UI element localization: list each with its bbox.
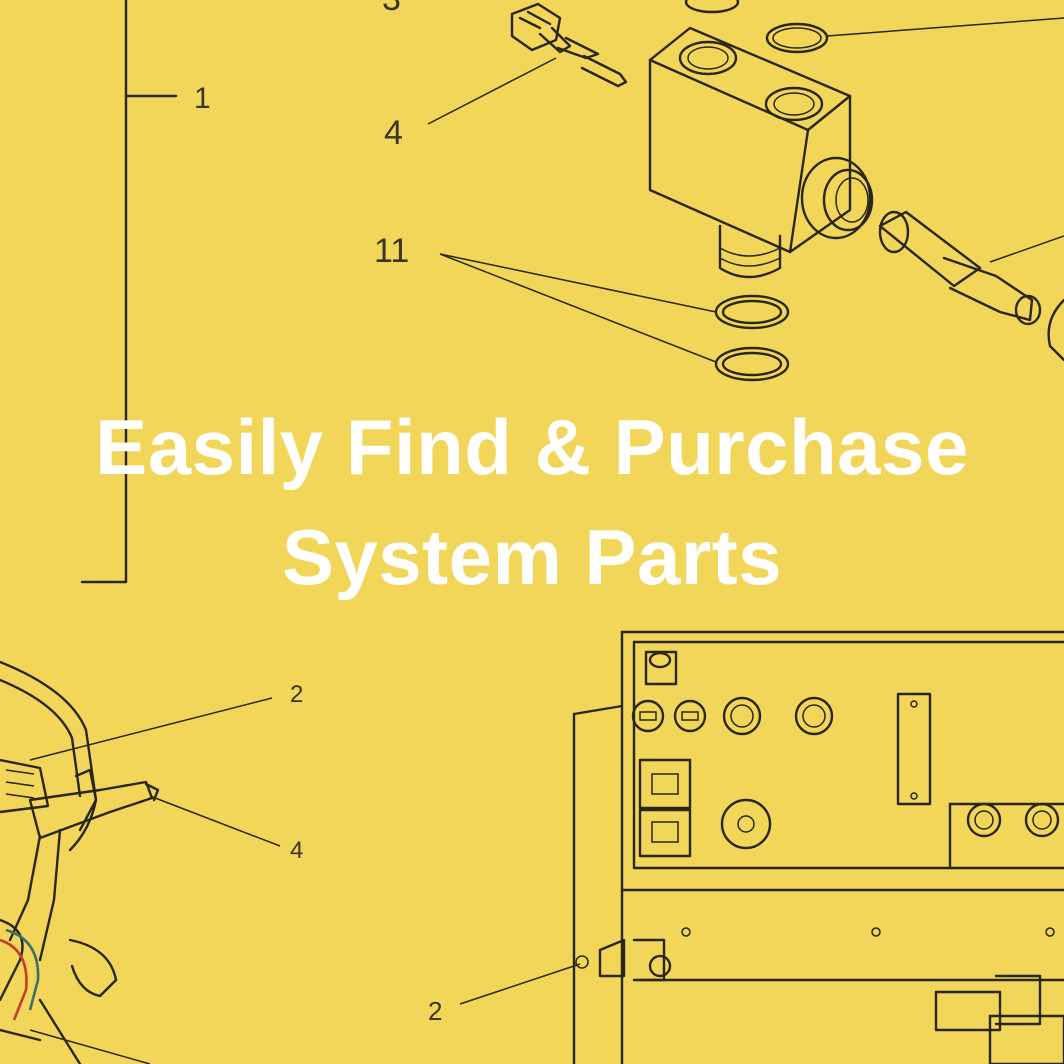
right-fitting (878, 210, 1064, 362)
callout-label-3: 3 (382, 0, 401, 18)
callout-label-4-top: 4 (384, 114, 403, 152)
headline-line-2: System Parts (281, 513, 783, 601)
callout-label-2-right: 2 (428, 996, 442, 1026)
callout-11-rings: 11 (374, 232, 790, 382)
control-cabinet: 2 (428, 630, 1064, 1064)
valve-fitting: 4 (384, 2, 628, 152)
manifold-block (648, 26, 874, 279)
callout-label-11: 11 (374, 232, 409, 270)
spray-gun-assembly: 2 4 (0, 660, 303, 1064)
callout-label-4-left: 4 (290, 837, 303, 864)
callout-label-1: 1 (194, 82, 211, 115)
bracket-callout-1: 1 (80, 0, 211, 584)
headline-line-1: Easily Find & Purchase (95, 403, 969, 491)
top-o-ring (684, 0, 1064, 54)
callout-label-2-left: 2 (290, 681, 303, 708)
